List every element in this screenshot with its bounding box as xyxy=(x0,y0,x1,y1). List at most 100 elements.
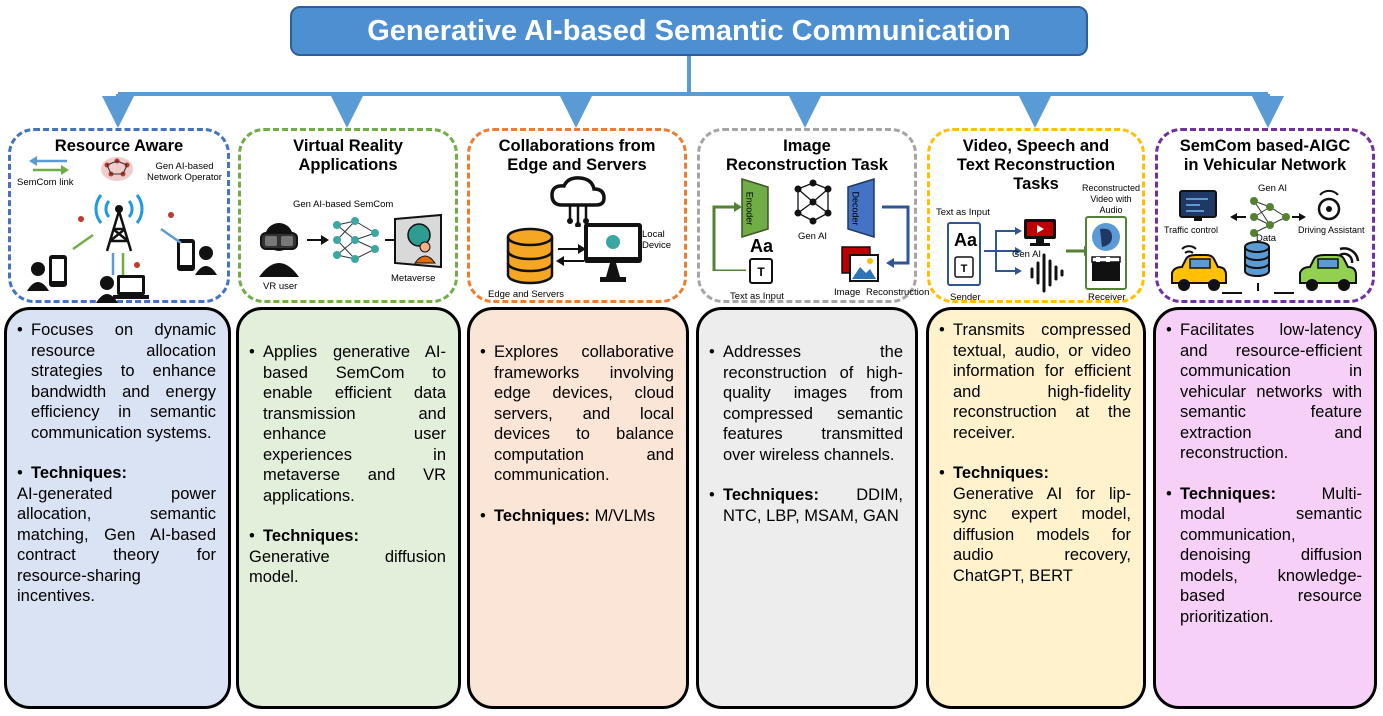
reconstruction-label: Reconstruction xyxy=(866,287,930,298)
laptop-icon xyxy=(96,275,149,303)
brain-icon xyxy=(101,157,133,181)
techniques-label: Techniques: xyxy=(1180,484,1276,503)
techniques-label: Techniques: xyxy=(31,464,127,482)
description-bullet: •Applies generative AI-based SemCom to e… xyxy=(249,343,446,505)
diagram-title: Generative AI-based Semantic Communicati… xyxy=(290,6,1088,56)
card-image-reconstruction: •Addresses the reconstruction of high-qu… xyxy=(696,307,918,709)
speech-icon xyxy=(1085,216,1127,290)
arrow-icon xyxy=(307,235,329,245)
aa-glyph: Aa xyxy=(750,236,774,256)
techniques-heading: •Techniques: Multi-modal semantic commun… xyxy=(1166,484,1362,626)
card-techniques: DDIM, NTC, LBP, MSAM, GAN xyxy=(723,486,903,525)
cloud-icon xyxy=(550,176,606,227)
card-description: Applies generative AI-based SemCom to en… xyxy=(263,343,446,505)
database-icon xyxy=(506,227,554,285)
image-label: Image xyxy=(834,287,861,298)
semcom-label: Gen AI-based SemCom xyxy=(293,199,394,210)
card-description: Explores collaborative frameworks involv… xyxy=(494,343,674,484)
card-vehicular-network: •Facilitates low-latency and resource-ef… xyxy=(1153,307,1377,709)
card-description: Focuses on dynamic resource allocation s… xyxy=(31,321,216,442)
neural-network-icon xyxy=(333,217,379,263)
data-label: Data xyxy=(1256,233,1277,244)
techniques-heading: •Techniques: DDIM, NTC, LBP, MSAM, GAN xyxy=(709,486,903,525)
traffic-monitor-icon xyxy=(1179,190,1217,221)
techniques-heading: •Techniques: xyxy=(249,527,359,545)
semcom-link-label: SemCom link xyxy=(17,177,74,188)
panel-title: Resource Aware xyxy=(54,137,184,155)
image-stack-icon xyxy=(841,246,879,282)
card-techniques: AI-generated power allocation, semantic … xyxy=(17,484,216,606)
receiver-label: Receiver xyxy=(1088,292,1126,303)
techniques-label: Techniques: xyxy=(494,506,590,525)
car-icon xyxy=(1171,245,1227,291)
panel-title: SemCom based-AIGC in Vehicular Network xyxy=(1179,137,1351,174)
techniques-heading: •Techniques: M/VLMs xyxy=(480,506,656,525)
description-bullet: •Explores collaborative frameworks invol… xyxy=(480,343,674,484)
document-icon: T xyxy=(749,258,773,284)
link-arrows-icon xyxy=(72,212,182,275)
panel-collaborations: Collaborations from Edge and Servers Loc… xyxy=(467,128,687,303)
description-bullet: •Transmits compressed textual, audio, or… xyxy=(939,321,1131,442)
phone-icon xyxy=(177,239,217,275)
vr-headset-icon xyxy=(259,223,299,277)
local-device-label: Local Device xyxy=(642,229,672,251)
document-icon: T xyxy=(947,222,981,286)
description-bullet: •Focuses on dynamic resource allocation … xyxy=(17,321,216,442)
techniques-heading: •Techniques: xyxy=(939,464,1049,482)
card-description: Facilitates low-latency and resource-eff… xyxy=(1180,321,1362,462)
sender-label: Sender xyxy=(950,292,981,303)
car-icon xyxy=(1299,247,1360,291)
description-bullet: •Addresses the reconstruction of high-qu… xyxy=(709,343,903,464)
card-video-speech-text: •Transmits compressed textual, audio, or… xyxy=(926,307,1146,709)
operator-label: Gen AI-based Network Operator xyxy=(147,161,222,183)
panel-title: Collaborations from Edge and Servers xyxy=(498,137,656,174)
metaverse-label: Metaverse xyxy=(391,273,436,284)
panel-title: Video, Speech and Text Reconstruction Ta… xyxy=(956,137,1116,193)
card-techniques: Multi-modal semantic communication, deno… xyxy=(1180,484,1362,626)
vr-user-label: VR user xyxy=(263,281,298,292)
panel-image-reconstruction: Image Reconstruction Task Encoder Gen AI… xyxy=(697,128,929,303)
techniques-label: Techniques: xyxy=(263,527,359,545)
card-resource-aware: •Focuses on dynamic resource allocation … xyxy=(4,307,231,709)
card-techniques: M/VLMs xyxy=(594,506,656,525)
panel-title: Virtual Reality Applications xyxy=(293,137,403,174)
metaverse-icon xyxy=(394,213,442,269)
brain-icon xyxy=(794,179,832,225)
panel-title: Image Reconstruction Task xyxy=(726,137,888,174)
card-techniques: Generative AI for lip-sync expert model,… xyxy=(953,484,1131,585)
svg-text:T: T xyxy=(961,263,968,275)
waveform-icon xyxy=(1030,253,1064,293)
reconstructed-label: Reconstructed Video with Audio xyxy=(1082,183,1141,215)
aa-glyph: Aa xyxy=(954,230,978,250)
card-techniques: Generative diffusion model. xyxy=(249,547,446,587)
techniques-heading: •Techniques: xyxy=(17,464,127,482)
data-flow-icon xyxy=(1222,283,1294,294)
monitor-icon xyxy=(584,223,642,282)
edge-servers-label: Edge and Servers xyxy=(488,289,565,300)
database-icon xyxy=(1244,241,1270,277)
traffic-control-label: Traffic control xyxy=(1164,225,1219,235)
encoder-icon xyxy=(741,177,769,239)
card-vr-applications: •Applies generative AI-based SemCom to e… xyxy=(236,307,461,709)
flow-lines-icon xyxy=(712,202,910,271)
connection-arrows-icon xyxy=(556,244,586,266)
driving-assistant-label: Driving Assistant xyxy=(1298,225,1365,235)
video-monitor-icon xyxy=(1024,219,1056,246)
panel-vr-applications: Virtual Reality Applications Gen AI-base… xyxy=(238,128,458,303)
panel-vehicular-network: SemCom based-AIGC in Vehicular Network G… xyxy=(1155,128,1375,303)
text-input-label: Text as Input xyxy=(730,291,784,302)
card-description: Addresses the reconstruction of high-qua… xyxy=(723,343,903,464)
gen-ai-label: Gen AI xyxy=(1012,249,1042,260)
neural-network-icon xyxy=(1230,197,1306,237)
description-bullet: •Facilitates low-latency and resource-ef… xyxy=(1166,321,1362,462)
gen-ai-label: Gen AI xyxy=(798,231,828,242)
panel-resource-aware: Resource Aware SemCom link Gen AI-based … xyxy=(8,128,230,303)
steering-icon xyxy=(1317,189,1341,221)
techniques-label: Techniques: xyxy=(723,486,819,504)
panel-video-speech-text: Video, Speech and Text Reconstruction Ta… xyxy=(927,128,1145,303)
phone-icon xyxy=(27,255,67,291)
antenna-icon xyxy=(94,194,144,252)
decoder-icon xyxy=(847,177,875,239)
techniques-label: Techniques: xyxy=(953,464,1049,482)
text-input-label: Text as Input xyxy=(936,207,990,218)
